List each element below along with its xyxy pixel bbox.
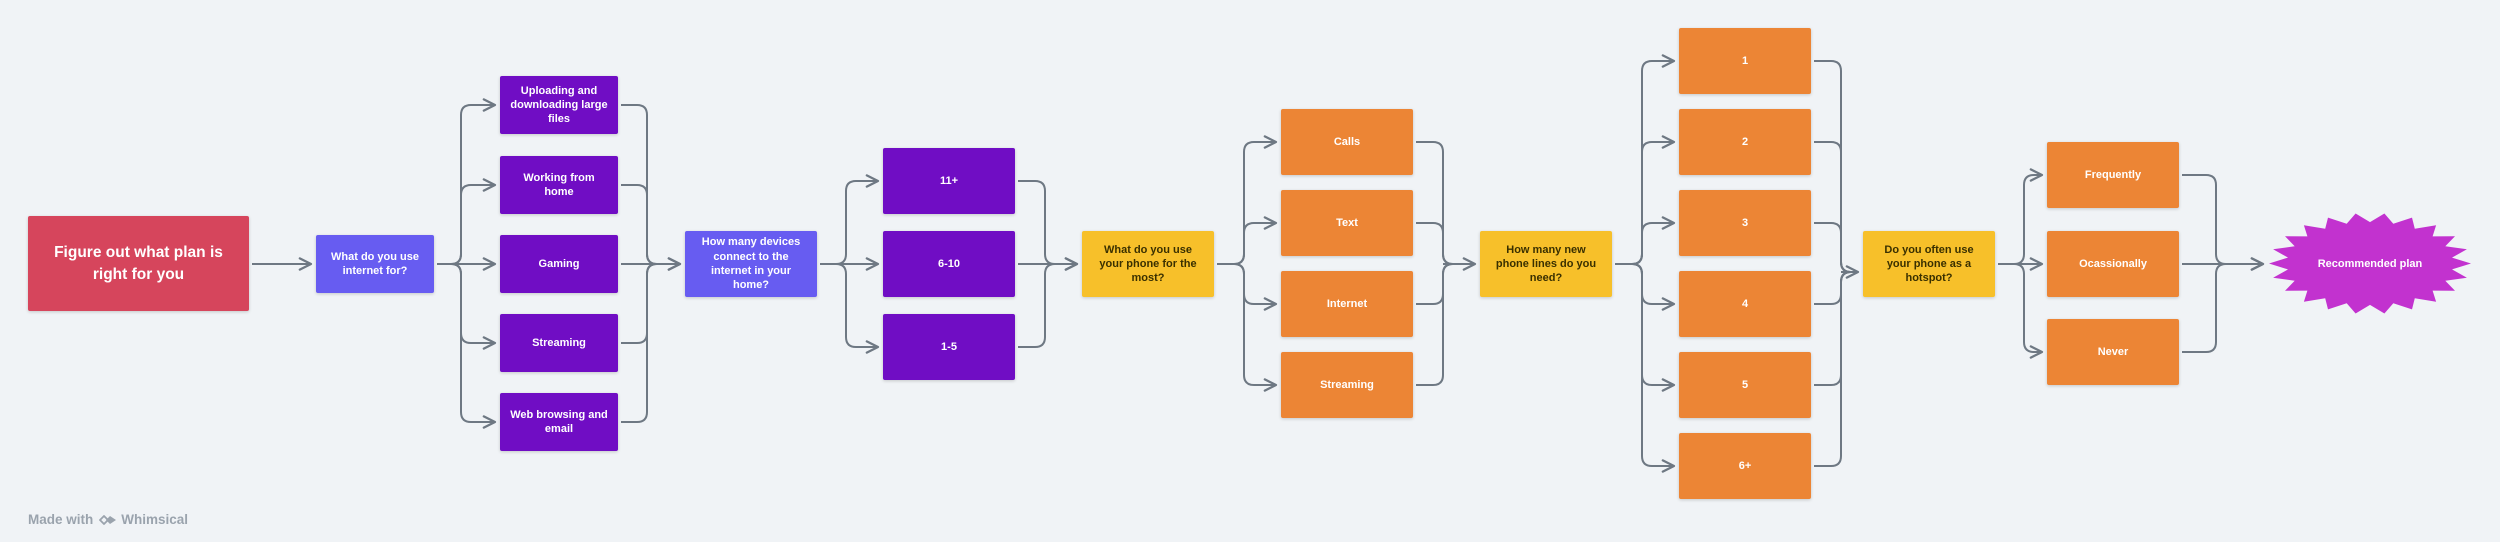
answer-label: Streaming	[532, 336, 586, 349]
question-internet-use[interactable]: What do you use internet for?	[316, 235, 434, 293]
start-node-label: Figure out what plan is right for you	[54, 243, 223, 283]
answer-lines-3[interactable]: 3	[1679, 190, 1811, 256]
connector-q5-to-answer	[1998, 168, 2044, 265]
answer-label: 2	[1741, 135, 1749, 148]
result-node[interactable]: Recommended plan	[2268, 212, 2472, 315]
connector-answer-to-q5	[1814, 222, 1858, 273]
connector-q3-to-answer	[1217, 263, 1278, 311]
answer-label: 5	[1741, 378, 1749, 391]
answer-label: Calls	[1333, 135, 1361, 148]
answer-label: Web browsing and email	[510, 408, 608, 435]
answer-label: 4	[1741, 297, 1749, 310]
connector-answer-to-q3	[1018, 180, 1077, 265]
answer-label: 6+	[1738, 459, 1752, 472]
connector-answer-to-q4	[1416, 141, 1475, 265]
answer-label: Ocassionally	[2079, 257, 2147, 270]
answer-label: 1-5	[941, 340, 957, 353]
connector-q2-to-answer	[820, 263, 880, 354]
question-phone-use[interactable]: What do you use your phone for the most?	[1082, 231, 1214, 297]
start-node[interactable]: Figure out what plan is right for you	[28, 216, 249, 311]
answer-devices-1-5[interactable]: 1-5	[883, 314, 1015, 380]
answer-web-browsing-email[interactable]: Web browsing and email	[500, 393, 618, 451]
connector-q3-to-answer	[1217, 135, 1278, 265]
answer-label: Never	[2097, 345, 2129, 358]
answer-calls[interactable]: Calls	[1281, 109, 1413, 175]
answer-streaming-phone[interactable]: Streaming	[1281, 352, 1413, 418]
question-hotspot[interactable]: Do you often use your phone as a hotspot…	[1863, 231, 1995, 297]
answer-label: 11+	[939, 174, 959, 187]
connector-answer-to-q4	[1416, 263, 1475, 386]
answer-label: 1	[1741, 54, 1749, 67]
connector-answer-to-q2	[621, 263, 680, 344]
answer-label: 6-10	[937, 257, 961, 270]
connector-answer-to-result	[2182, 263, 2263, 353]
connector-answer-to-result	[2182, 174, 2263, 265]
answer-working-from-home[interactable]: Working from home	[500, 156, 618, 214]
answer-lines-5[interactable]: 5	[1679, 352, 1811, 418]
answer-frequently[interactable]: Frequently	[2047, 142, 2179, 208]
connector-q4-to-answer	[1615, 54, 1676, 265]
connector-answer-to-q4	[1416, 263, 1475, 305]
connector-q4-to-answer	[1615, 216, 1676, 265]
connector-q2-to-answer	[820, 174, 880, 265]
connector-q1-to-answer	[437, 263, 497, 350]
connector-q4-to-answer	[1615, 263, 1676, 473]
connector-q3-to-answer	[1217, 216, 1278, 265]
answer-lines-2[interactable]: 2	[1679, 109, 1811, 175]
whimsical-brand-text: Whimsical	[121, 512, 189, 527]
connector-answer-to-q5	[1814, 271, 1858, 467]
connector-answer-to-q5	[1814, 141, 1858, 273]
answer-label: Uploading and downloading large files	[510, 84, 608, 126]
whimsical-logo-icon	[99, 514, 117, 525]
answer-label: Internet	[1326, 297, 1368, 310]
connector-answer-to-q4	[1416, 222, 1475, 265]
connector-q5-to-answer	[1998, 263, 2044, 359]
answer-devices-6-10[interactable]: 6-10	[883, 231, 1015, 297]
result-node-label: Recommended plan	[2317, 257, 2423, 270]
answer-never[interactable]: Never	[2047, 319, 2179, 385]
answer-ocassionally[interactable]: Ocassionally	[2047, 231, 2179, 297]
answer-lines-6-plus[interactable]: 6+	[1679, 433, 1811, 499]
question-phone-lines-label: How many new phone lines do you need?	[1495, 243, 1597, 285]
question-phone-use-label: What do you use your phone for the most?	[1099, 243, 1197, 285]
connector-q1-to-answer	[437, 178, 497, 265]
made-with-text: Made with	[28, 512, 94, 527]
made-with-footer[interactable]: Made with Whimsical	[28, 512, 188, 527]
answer-label: 3	[1741, 216, 1749, 229]
connector-q3-to-answer	[1217, 263, 1278, 392]
connector-q4-to-answer	[1615, 263, 1676, 392]
connector-answer-to-q5	[1814, 271, 1858, 386]
question-device-count[interactable]: How many devices connect to the internet…	[685, 231, 817, 297]
answer-lines-4[interactable]: 4	[1679, 271, 1811, 337]
answer-label: Frequently	[2084, 168, 2142, 181]
answer-text[interactable]: Text	[1281, 190, 1413, 256]
answer-streaming-video[interactable]: Streaming	[500, 314, 618, 372]
answer-internet[interactable]: Internet	[1281, 271, 1413, 337]
answer-label: Text	[1336, 216, 1358, 229]
connector-answer-to-q5	[1814, 60, 1858, 273]
question-internet-use-label: What do you use internet for?	[331, 250, 419, 277]
starburst-shape	[2269, 213, 2471, 314]
connector-answer-to-q5	[1814, 271, 1858, 305]
answer-lines-1[interactable]: 1	[1679, 28, 1811, 94]
connector-q1-to-answer	[437, 263, 497, 429]
answer-devices-11-plus[interactable]: 11+	[883, 148, 1015, 214]
connector-answer-to-q2	[621, 184, 680, 265]
answer-gaming[interactable]: Gaming	[500, 235, 618, 293]
question-device-count-label: How many devices connect to the internet…	[701, 236, 801, 292]
answer-label: Streaming	[1320, 378, 1374, 391]
answer-label: Working from home	[523, 171, 595, 198]
answer-uploading-downloading[interactable]: Uploading and downloading large files	[500, 76, 618, 134]
question-phone-lines[interactable]: How many new phone lines do you need?	[1480, 231, 1612, 297]
question-hotspot-label: Do you often use your phone as a hotspot…	[1884, 243, 1974, 285]
connector-q4-to-answer	[1615, 135, 1676, 265]
connector-q4-to-answer	[1615, 263, 1676, 311]
connector-answer-to-q3	[1018, 263, 1077, 348]
answer-label: Gaming	[538, 257, 580, 270]
